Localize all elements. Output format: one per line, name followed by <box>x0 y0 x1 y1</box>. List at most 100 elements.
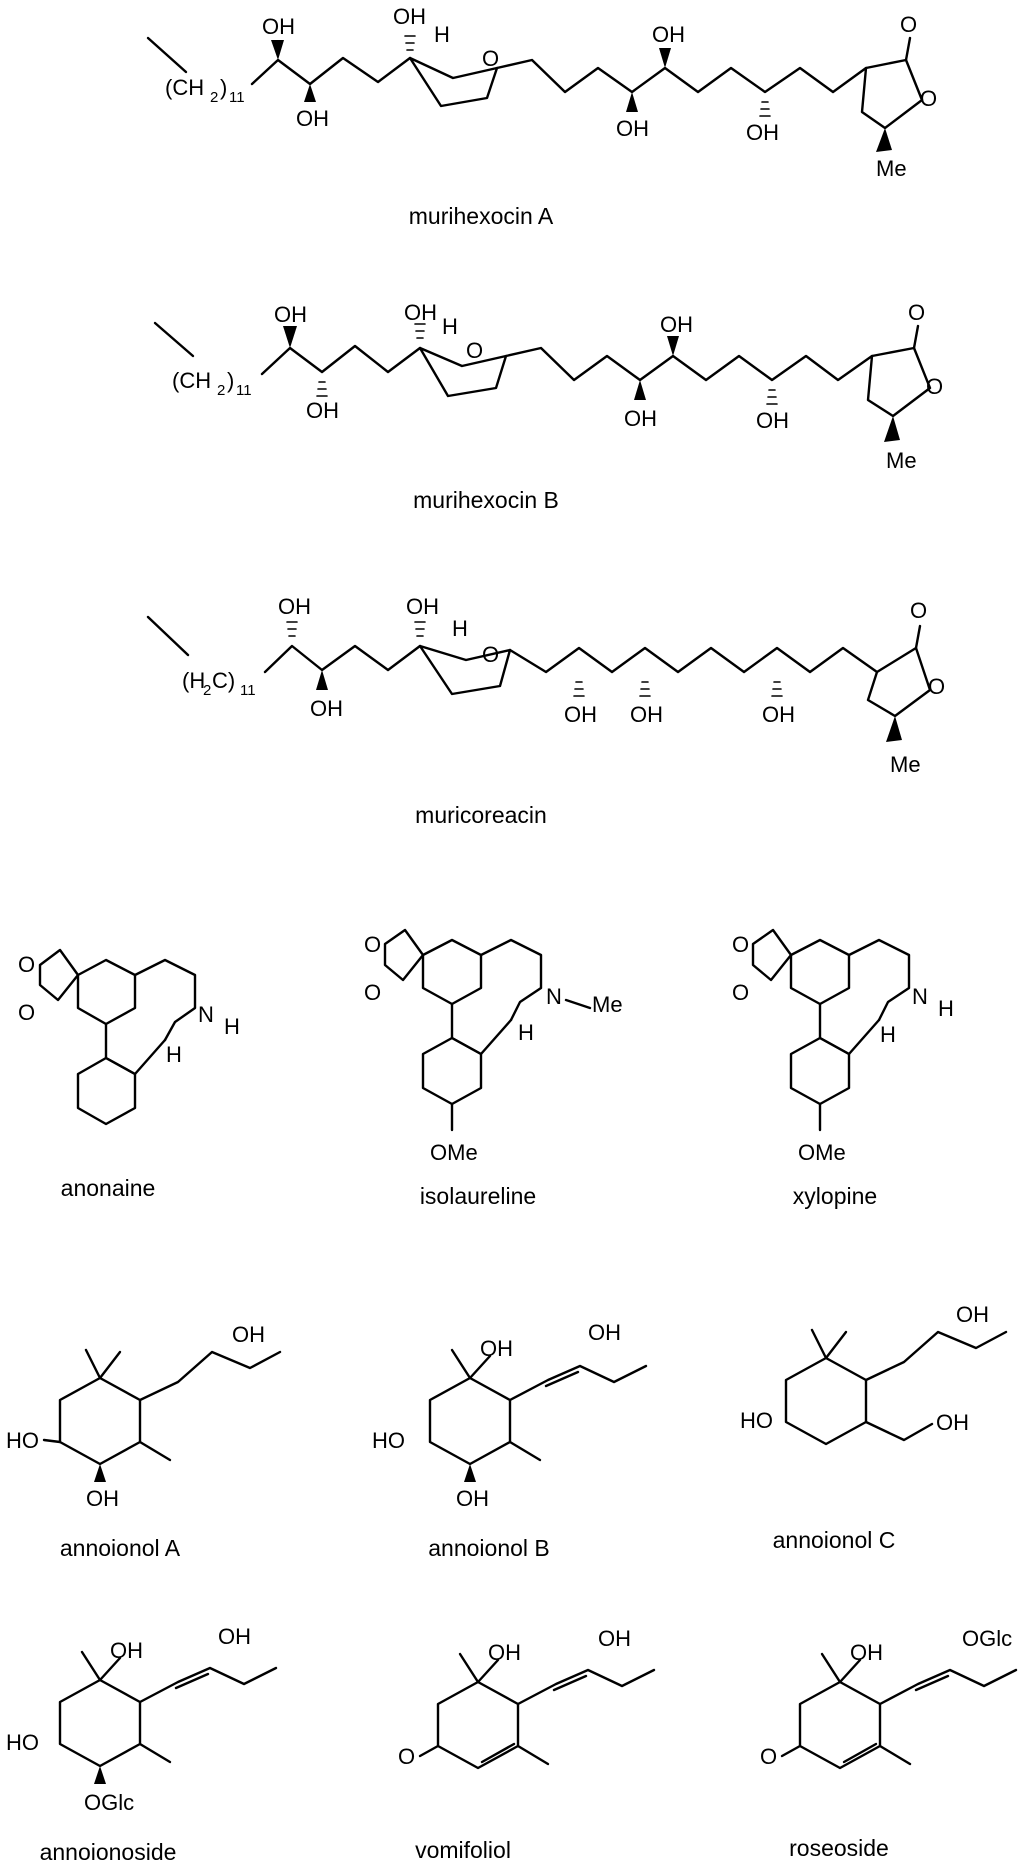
atom-label: OH <box>306 398 339 423</box>
structure-vomifoliol: OH OH O <box>398 1626 656 1770</box>
atom-label: N <box>912 984 928 1009</box>
atom-label: O <box>908 300 925 325</box>
atom-label: O <box>928 674 945 699</box>
atom-label: H <box>166 1042 182 1067</box>
structure-roseoside: OH OGlc O <box>760 1626 1018 1770</box>
structure-anonaine: O O N H H <box>18 948 240 1126</box>
atom-label: OH <box>393 4 426 29</box>
atom-label: OH <box>746 120 779 145</box>
atom-label: H <box>518 1020 534 1045</box>
caption-xylopine: xylopine <box>793 1183 877 1209</box>
atom-label: HO <box>740 1408 773 1433</box>
caption-murihexocin-b: murihexocin B <box>413 487 559 513</box>
structure-annoionoside: OH OH HO OGlc <box>6 1624 278 1815</box>
atom-label: O <box>926 374 943 399</box>
atom-label: OH <box>660 312 693 337</box>
caption-roseoside: roseoside <box>789 1835 889 1861</box>
atom-label: H <box>434 22 450 47</box>
atom-label: O <box>732 980 749 1005</box>
atom-label: H <box>224 1014 240 1039</box>
atom-label: O <box>18 952 35 977</box>
atom-label: OH <box>588 1320 621 1345</box>
structure-xylopine: O O N H H OMe <box>732 928 954 1165</box>
atom-label: OH <box>278 594 311 619</box>
atom-label: OH <box>218 1624 251 1649</box>
atom-label: H <box>880 1022 896 1047</box>
caption-annoionol-b: annoionol B <box>428 1535 550 1561</box>
atom-label: 2 <box>217 382 225 399</box>
atom-label: OH <box>310 696 343 721</box>
atom-label: OH <box>624 406 657 431</box>
atom-label: 2 <box>203 682 211 699</box>
structure-isolaureline: O O N Me H OMe <box>364 928 623 1165</box>
atom-label: OH <box>296 106 329 131</box>
atom-label: OMe <box>430 1140 478 1165</box>
atom-label: OH <box>956 1302 989 1327</box>
caption-anonaine: anonaine <box>61 1175 156 1201</box>
atom-label: 11 <box>236 382 252 399</box>
atom-label: O <box>920 86 937 111</box>
atom-label: O <box>760 1744 777 1769</box>
atom-label: (H <box>182 668 205 693</box>
atom-label: HO <box>6 1428 39 1453</box>
atom-label: Me <box>890 752 921 777</box>
atom-label: O <box>482 46 499 71</box>
atom-label: OH <box>756 408 789 433</box>
atom-label: OH <box>598 1626 631 1651</box>
atom-label: OGlc <box>84 1790 134 1815</box>
caption-annoionol-c: annoionol C <box>773 1527 896 1553</box>
atom-label: 11 <box>229 89 245 106</box>
atom-label: H <box>452 616 468 641</box>
atom-label: O <box>364 980 381 1005</box>
atom-label: OH <box>488 1640 521 1665</box>
atom-label: OH <box>850 1640 883 1665</box>
structure-annoionol-c: OH OH HO <box>740 1302 1008 1446</box>
atom-label: C) <box>212 668 235 693</box>
atom-label: O <box>910 598 927 623</box>
atom-label: OH <box>652 22 685 47</box>
atom-label: O <box>18 1000 35 1025</box>
caption-isolaureline: isolaureline <box>420 1183 536 1209</box>
atom-label: OH <box>564 702 597 727</box>
atom-label: 11 <box>240 682 256 699</box>
caption-vomifoliol: vomifoliol <box>415 1837 511 1863</box>
atom-label: OH <box>630 702 663 727</box>
atom-label: OH <box>232 1322 265 1347</box>
atom-label: OH <box>762 702 795 727</box>
atom-label: O <box>398 1744 415 1769</box>
atom-label: HO <box>6 1730 39 1755</box>
atom-label: O <box>900 12 917 37</box>
atom-label: OH <box>86 1486 119 1511</box>
atom-label: OH <box>404 300 437 325</box>
atom-label: Me <box>876 156 907 181</box>
atom-label: OH <box>480 1336 513 1361</box>
atom-label: OH <box>262 14 295 39</box>
atom-label: 2 <box>210 89 218 106</box>
atom-label: O <box>482 642 499 667</box>
caption-annoionoside: annoionoside <box>40 1839 177 1865</box>
caption-murihexocin-a: murihexocin A <box>409 203 554 229</box>
atom-label: HO <box>372 1428 405 1453</box>
atom-label: OH <box>274 302 307 327</box>
atom-label: N <box>198 1002 214 1027</box>
atom-label: OH <box>616 116 649 141</box>
structure-annoionol-b: OH OH HO OH <box>372 1320 648 1511</box>
atom-label: N <box>546 984 562 1009</box>
caption-muricoreacin: muricoreacin <box>415 802 547 828</box>
atom-label: O <box>364 932 381 957</box>
atom-label: ) <box>227 368 234 393</box>
atom-label: O <box>732 932 749 957</box>
atom-label: OH <box>406 594 439 619</box>
atom-label: O <box>466 338 483 363</box>
atom-label: OMe <box>798 1140 846 1165</box>
atom-label: Me <box>592 992 623 1017</box>
atom-label: (CH <box>165 75 204 100</box>
structure-annoionol-a: OH HO OH <box>6 1322 282 1511</box>
atom-label: OGlc <box>962 1626 1012 1651</box>
structure-murihexocin-a: (CH 2 ) 11 OH OH OH H O OH OH OH O O Me <box>146 4 937 181</box>
caption-annoionol-a: annoionol A <box>60 1535 181 1561</box>
atom-label: (CH <box>172 368 211 393</box>
structure-murihexocin-b: (CH 2 ) 11 OH OH OH H O OH OH OH O O Me <box>153 300 943 473</box>
atom-label: H <box>938 996 954 1021</box>
